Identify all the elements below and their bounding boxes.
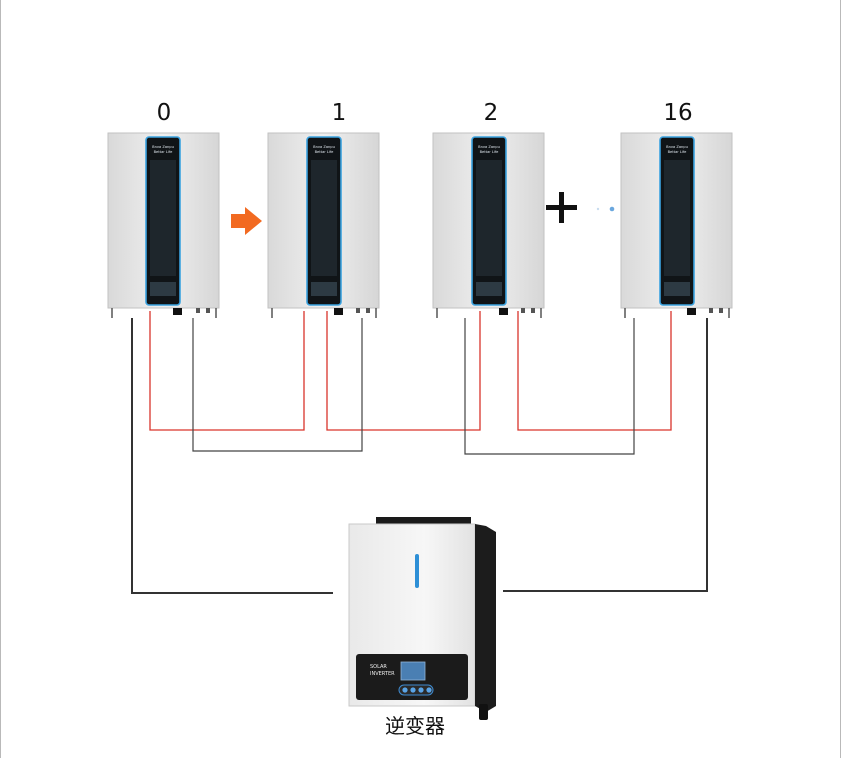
inverter-unit: SOLAR INVERTER [348,517,496,720]
inverter-panel-text: SOLAR [370,664,387,670]
inverter-status-light [415,554,419,588]
orange-arrow-icon [231,207,262,235]
panel-text: Bettar Life [154,150,174,154]
right-border-line [840,0,841,758]
battery-label-1: 1 [331,100,347,126]
panel-text: Bnva Zanpu [152,145,174,149]
plus-icon [546,192,577,223]
battery-1: Bnva Zanpu Bettar Life [267,132,380,318]
battery-16: Bnva Zanpu Bettar Life [620,132,733,318]
battery-label-16: 16 [663,100,693,126]
battery-0: Bnva Zanpu Bettar Life [107,132,220,318]
panel-text: Bnva Zanpu [478,145,500,149]
negative-wires [192,318,635,455]
inverter-panel-text: INVERTER [370,671,395,677]
inverter-lcd [400,661,426,681]
battery-label-2: 2 [483,100,499,126]
inverter-label: 逆变器 [385,714,445,738]
positive-wires [149,311,672,431]
battery-2: Bnva Zanpu Bettar Life [432,132,545,318]
left-border-line [0,0,1,758]
ellipsis-dots-icon [596,206,615,212]
panel-text: Bettar Life [315,150,335,154]
panel-text: Bettar Life [668,150,688,154]
panel-text: Bnva Zanpu [666,145,688,149]
main-cables [131,318,708,594]
battery-label-0: 0 [156,100,172,126]
panel-text: Bnva Zanpu [313,145,335,149]
panel-text: Bettar Life [480,150,500,154]
